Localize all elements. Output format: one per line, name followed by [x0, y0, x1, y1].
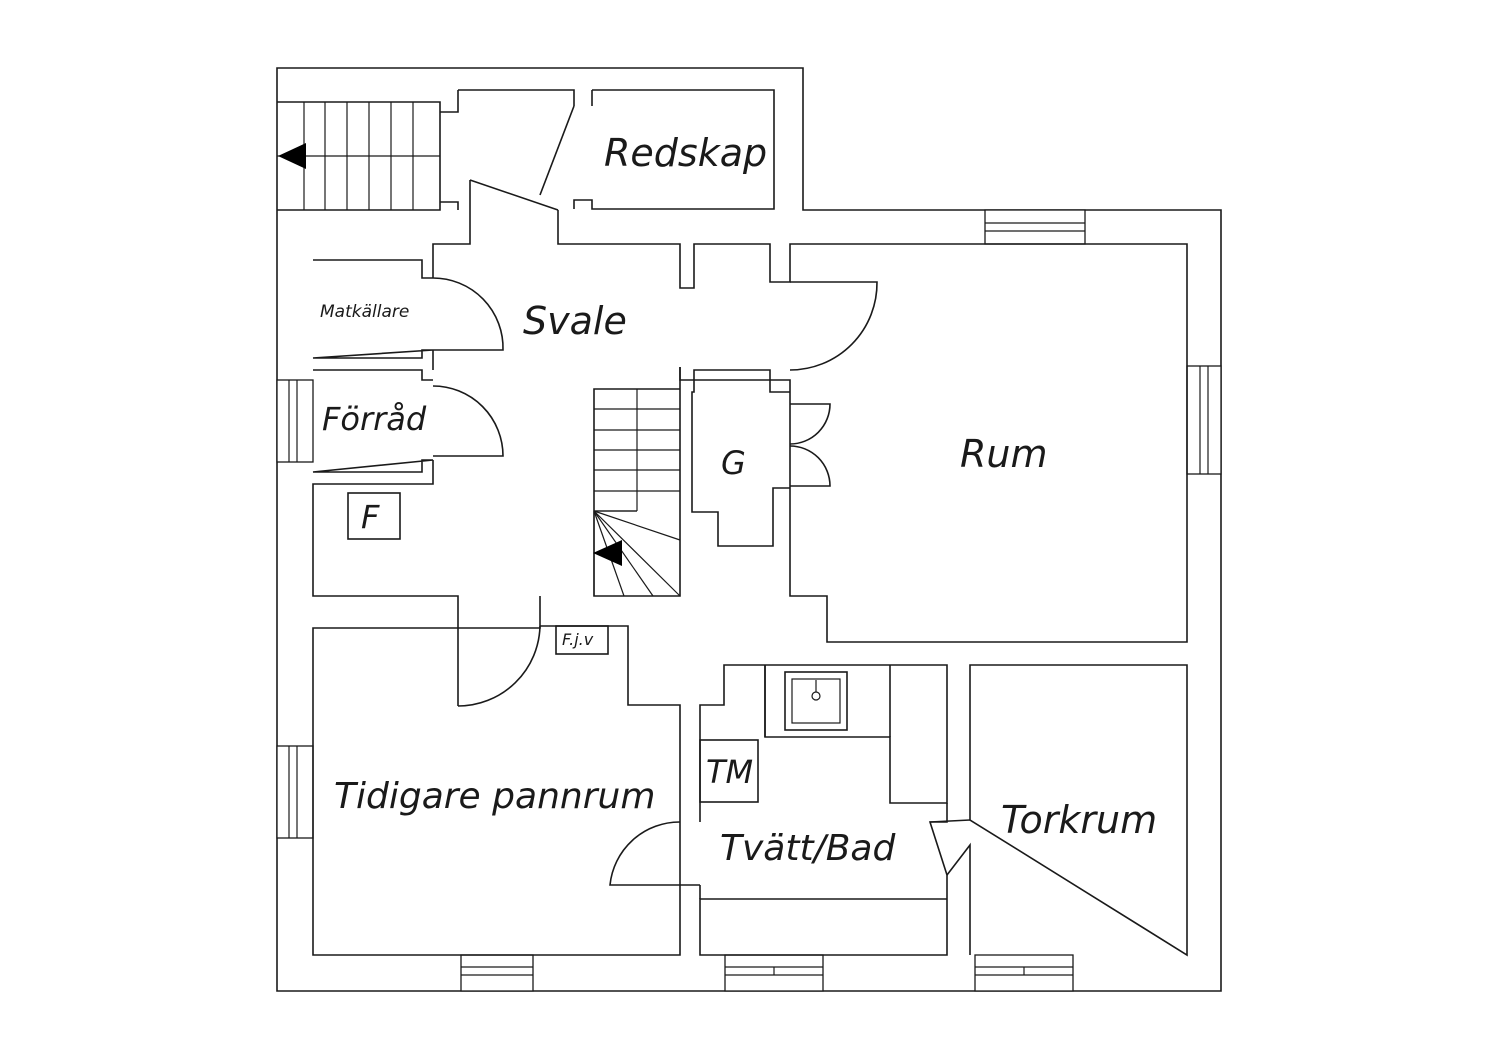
top-staircase [277, 101, 441, 211]
room-label-tidigare-pannrum: Tidigare pannrum [334, 776, 655, 817]
matkallare-room: Matkällare [312, 259, 504, 359]
room-label-matkallare: Matkällare [320, 302, 409, 322]
redskap-door[interactable] [539, 105, 575, 196]
room-label-rum: Rum [960, 432, 1048, 476]
redskap-room: Redskap [440, 89, 775, 210]
tvatt-bad-room: TM Tvätt/Bad [609, 664, 948, 956]
room-label-tvatt-bad: Tvätt/Bad [720, 828, 896, 869]
inner-staircase [593, 367, 681, 597]
room-label-redskap: Redskap [604, 131, 767, 175]
inner-stair-arrow-icon [593, 540, 622, 566]
rum-door[interactable] [789, 281, 878, 371]
window-bottom-pannrum [460, 954, 534, 992]
window-left-forrad [276, 379, 314, 463]
window-bottom-tvatt [724, 954, 824, 992]
window-left-pannrum [276, 745, 314, 839]
room-label-forrad: Förråd [322, 400, 427, 438]
room-label-svale: Svale [523, 299, 627, 343]
f-box: F [347, 492, 401, 540]
matkallare-door[interactable] [432, 277, 504, 351]
window-right-rum [1186, 365, 1222, 475]
outer-walls [276, 67, 1222, 992]
g-closet: G [691, 379, 831, 547]
pannrum-door[interactable] [457, 625, 541, 707]
room-label-torkrum: Torkrum [1001, 798, 1157, 842]
label-tm: TM [706, 753, 753, 791]
torkrum-room: Torkrum [929, 664, 1188, 957]
sink [784, 671, 848, 731]
tvatt-door[interactable] [609, 821, 700, 886]
g-closet-door-upper[interactable] [789, 403, 831, 445]
fjv-box: F.j.v [555, 625, 609, 655]
forrad-room: Förråd [312, 369, 504, 473]
window-bottom-torkrum [974, 954, 1074, 992]
entry-door[interactable] [469, 179, 559, 211]
label-f: F [361, 498, 380, 536]
stair-arrow-icon [278, 143, 306, 169]
label-fjv: F.j.v [562, 630, 594, 649]
g-closet-door-lower[interactable] [789, 445, 831, 487]
window-top-right [984, 209, 1086, 245]
room-label-g: G [721, 444, 746, 482]
forrad-door[interactable] [432, 385, 504, 457]
svale-walls [312, 179, 1188, 956]
torkrum-door[interactable] [929, 819, 971, 823]
windows [276, 209, 1222, 992]
